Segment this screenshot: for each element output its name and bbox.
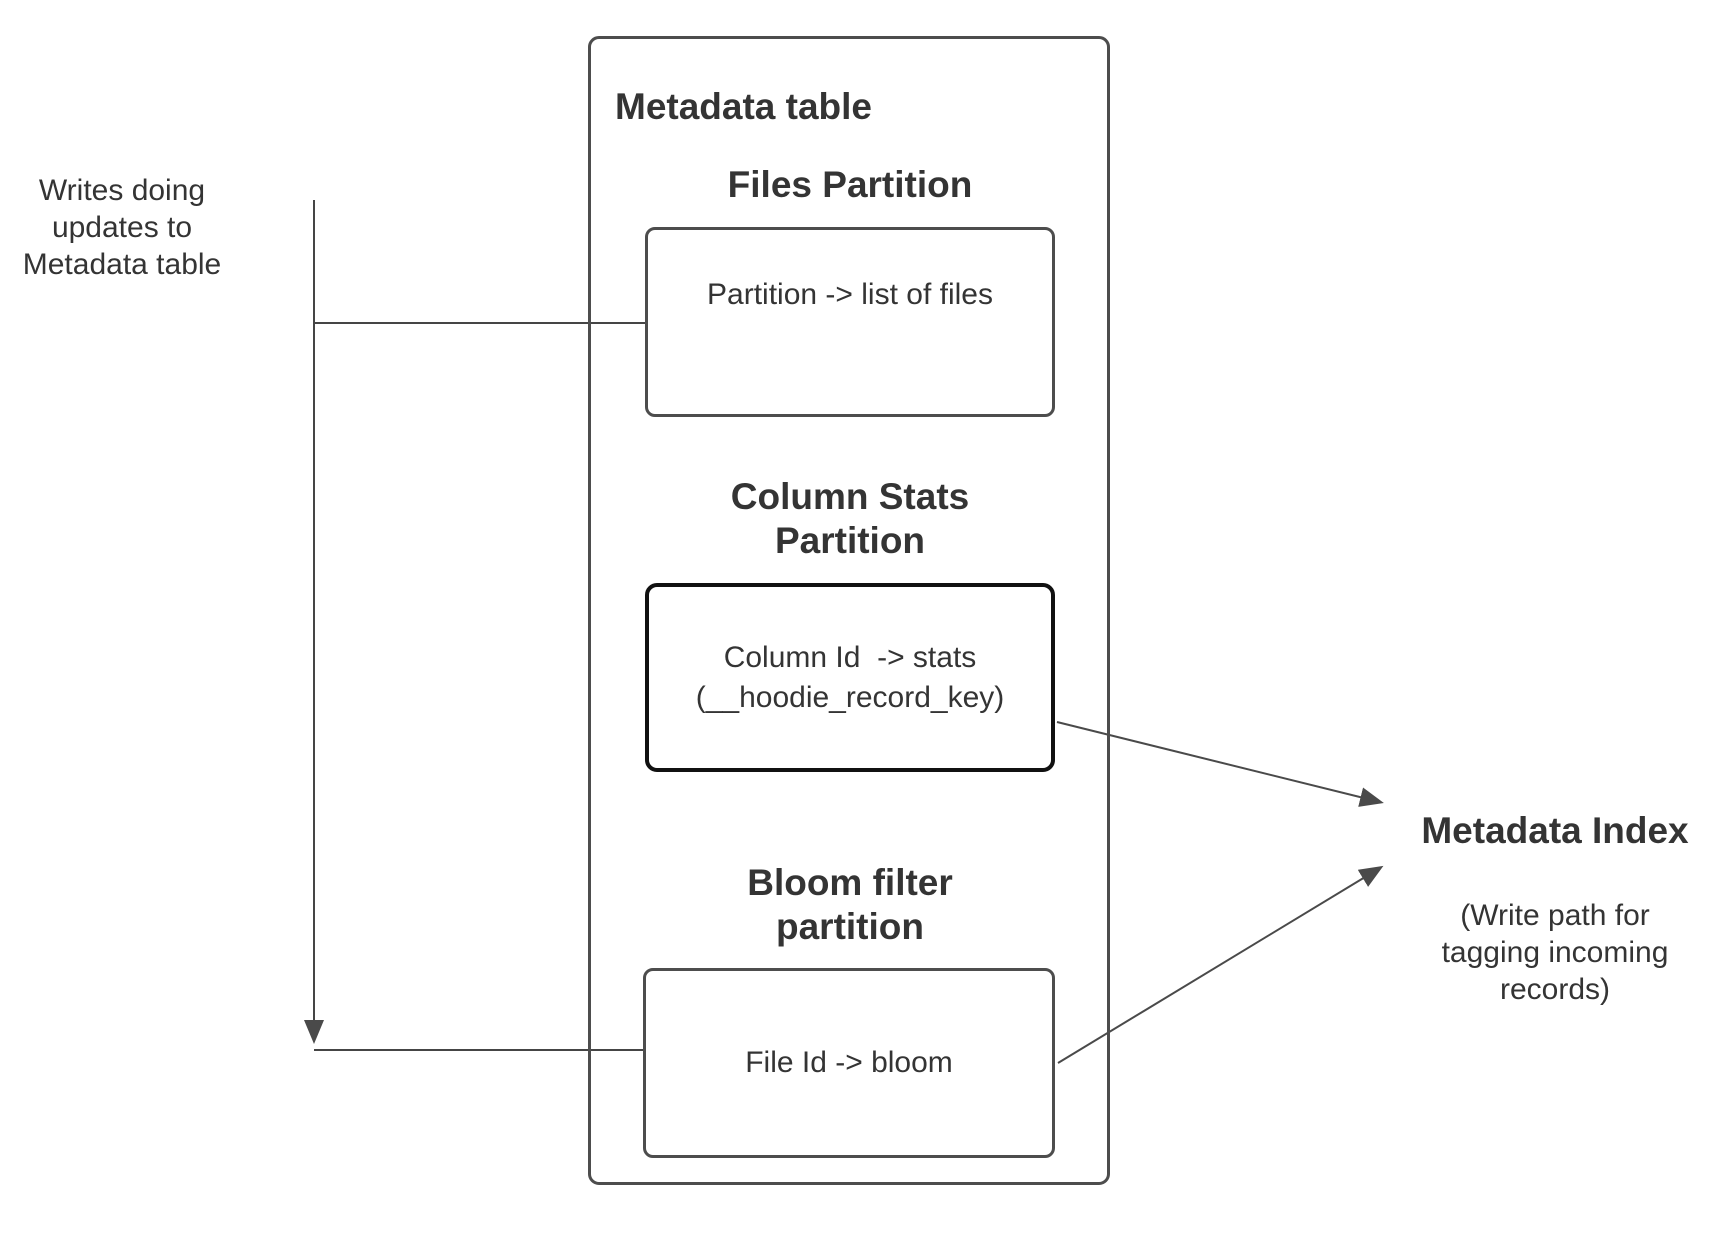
column-stats-partition-box: Column Id -> stats (__hoodie_record_key) [645,583,1055,772]
bloom-filter-mapping-label: File Id -> bloom [745,1046,953,1079]
column-stats-mapping-label: Column Id -> stats (__hoodie_record_key) [695,640,1005,714]
metadata-index-title: Metadata Index [1421,810,1689,851]
bloom-filter-partition-box: File Id -> bloom [643,968,1055,1158]
metadata-table-title: Metadata table [615,86,873,127]
writes-note-label: Writes doing updates to Metadata table [22,174,222,281]
metadata-table-container [588,36,1110,1185]
files-partition-heading: Files Partition [727,164,973,205]
files-partition-mapping-label: Partition -> list of files [707,278,993,311]
bloom-filter-partition-heading: Bloom filter partition [747,862,953,947]
column-stats-partition-heading: Column Stats Partition [730,476,970,561]
files-partition-box: Partition -> list of files [645,227,1055,417]
metadata-index-subtitle: (Write path for tagging incoming records… [1441,899,1669,1006]
